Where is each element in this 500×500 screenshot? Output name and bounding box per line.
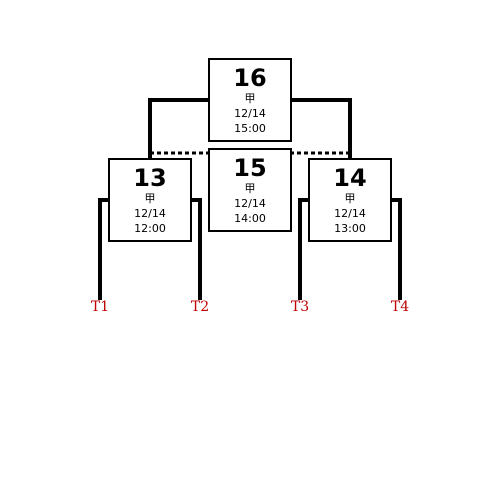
match-date: 12/14 [234,107,266,120]
match-time: 15:00 [234,122,266,135]
team-label-t2: T2 [190,299,210,315]
match-number: 16 [233,64,267,92]
line-t3 [298,198,310,300]
team-label-t3: T3 [290,299,310,315]
line-t4 [390,198,402,300]
match-venue: 甲 [344,192,356,205]
match-box-16: 16 甲 12/14 15:00 [208,58,292,142]
match-venue: 甲 [244,182,256,195]
match-time: 14:00 [234,212,266,225]
match-number: 14 [333,164,367,192]
match-box-13: 13 甲 12/14 12:00 [108,158,192,242]
line-t2 [190,198,202,300]
line-13-to-16 [148,98,210,158]
line-t1 [98,198,110,300]
match-box-15: 15 甲 12/14 14:00 [208,148,292,232]
match-date: 12/14 [334,207,366,220]
team-label-t4: T4 [390,299,410,315]
match-box-14: 14 甲 12/14 13:00 [308,158,392,242]
match-number: 13 [133,164,167,192]
match-time: 12:00 [134,222,166,235]
match-date: 12/14 [134,207,166,220]
match-venue: 甲 [144,192,156,205]
match-venue: 甲 [244,92,256,105]
team-label-t1: T1 [90,299,110,315]
match-number: 15 [233,154,267,182]
match-time: 13:00 [334,222,366,235]
match-date: 12/14 [234,197,266,210]
line-14-to-16 [290,98,352,158]
